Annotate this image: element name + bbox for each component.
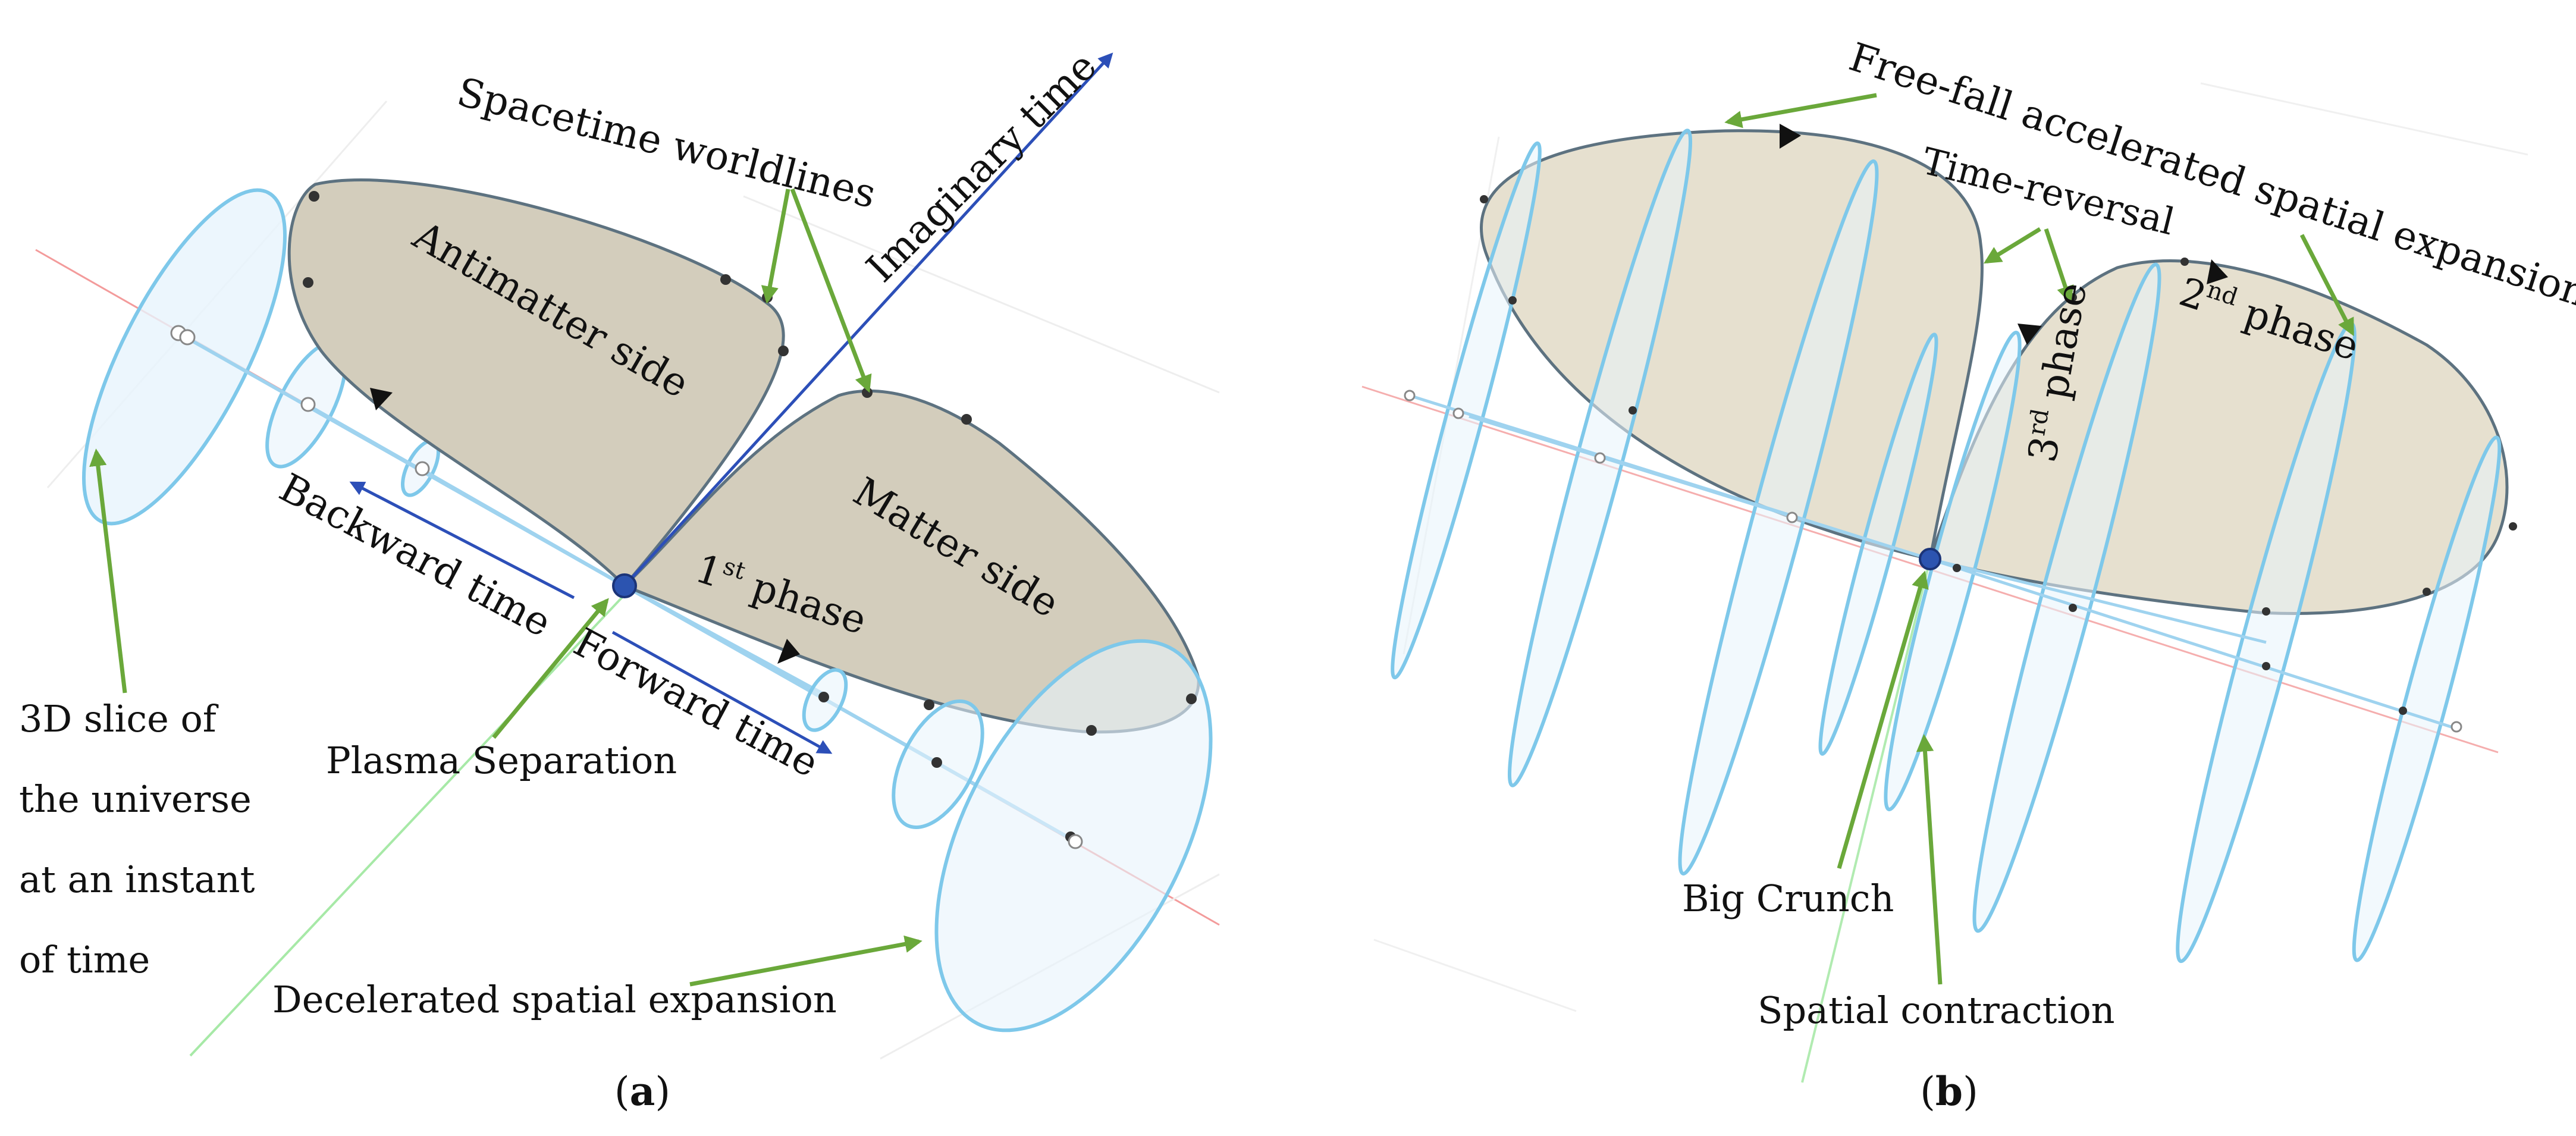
event-dot	[1480, 195, 1488, 203]
event-dot	[1629, 406, 1637, 415]
event-dot	[2509, 522, 2517, 531]
hollow-dot	[1404, 390, 1416, 401]
forward-time-arrow	[611, 630, 833, 754]
arrow-big-crunch	[1837, 570, 1929, 869]
arrow-spatial-contraction	[1916, 734, 1943, 985]
event-dot	[1086, 725, 1097, 736]
hollow-dot	[415, 461, 430, 476]
label-spatial-contraction: Spatial contraction	[1758, 988, 2115, 1032]
label-big-crunch: Big Crunch	[1682, 877, 1894, 920]
caption-a: (a)	[614, 1068, 670, 1115]
slice-ellipse	[2352, 435, 2502, 962]
backward-time-arrow	[349, 481, 575, 600]
event-dot	[931, 757, 942, 768]
matter-lobe	[622, 390, 1200, 734]
label-decelerated-expansion: Decelerated spatial expansion	[272, 978, 837, 1021]
arrow-free-fall-left	[1724, 93, 1877, 128]
hollow-dot	[1068, 834, 1083, 849]
arrow-time-reversal-1	[1983, 227, 2041, 264]
arrow-plasma	[492, 598, 609, 739]
caption-a-close: )	[655, 1069, 670, 1115]
caption-b-letter: b	[1935, 1068, 1963, 1115]
slices-b	[1391, 128, 2502, 964]
event-dot	[2399, 707, 2407, 715]
arrow-worldline-1	[761, 189, 790, 304]
event-dot	[309, 191, 319, 202]
label-slice-line4: of time	[19, 938, 150, 981]
arrow-worldline-2	[790, 188, 872, 393]
expansion-lobe-right	[1928, 259, 2509, 615]
big-crunch-node	[1919, 548, 1941, 570]
event-dot	[961, 414, 972, 425]
event-dot	[2180, 258, 2189, 266]
direction-marker	[370, 388, 393, 410]
event-dot	[2262, 662, 2270, 670]
event-dot	[303, 277, 313, 288]
event-dot	[1186, 693, 1197, 704]
event-dot	[924, 699, 934, 710]
hollow-dot	[300, 397, 316, 412]
worldlines-b	[1409, 394, 2457, 730]
imaginary-time-arrow	[623, 52, 1113, 587]
panel-a: Spacetime worldlines Imaginary time Anti…	[19, 43, 1220, 1115]
direction-marker	[2017, 324, 2042, 345]
hollow-dot	[179, 329, 196, 346]
direction-marker	[777, 639, 800, 664]
arrow-time-reversal-2	[2044, 228, 2074, 304]
grid-line-a2	[743, 195, 1220, 394]
event-dot	[720, 274, 731, 285]
hollow-dots-a	[170, 325, 1083, 849]
label-spacetime-worldlines: Spacetime worldlines	[453, 69, 880, 217]
caption-b: (b)	[1920, 1068, 1978, 1115]
slice-ellipse	[1972, 262, 2161, 933]
arrow-decelerated	[689, 935, 923, 987]
annotation-arrows-b	[1724, 93, 2355, 985]
arrow-slice	[89, 448, 127, 693]
third-phase-sup: rd	[2023, 407, 2054, 438]
origin-node-a	[612, 573, 637, 598]
event-dot	[1953, 564, 1961, 572]
hollow-dot	[1594, 452, 1606, 464]
green-axis-a	[189, 594, 626, 1057]
direction-marker	[2207, 259, 2228, 284]
label-imaginary-time: Imaginary time	[858, 43, 1106, 291]
arrow-free-fall-right	[2299, 234, 2355, 337]
event-dot	[1508, 296, 1517, 305]
label-slice-line3: at an instant	[19, 858, 255, 901]
event-dot	[818, 692, 829, 702]
direction-marker	[1780, 124, 1801, 149]
grid-line-b2	[2200, 82, 2528, 156]
slice-ellipse	[1678, 159, 1879, 875]
label-slice-line1: 3D slice of	[19, 697, 219, 740]
event-dot	[2069, 604, 2077, 612]
caption-a-open: (	[614, 1069, 630, 1115]
annotation-arrows-a	[89, 188, 923, 987]
caption-b-close: )	[1963, 1069, 1978, 1115]
hollow-dots-b	[1404, 390, 2462, 733]
hollow-dot	[1786, 511, 1798, 523]
label-slice-line2: the universe	[19, 777, 252, 821]
caption-a-letter: a	[630, 1068, 655, 1115]
label-plasma-separation: Plasma Separation	[326, 739, 677, 782]
grid-line-b3	[1373, 939, 1577, 1012]
caption-b-open: (	[1920, 1069, 1935, 1115]
green-axis-b	[1801, 558, 1931, 1083]
event-dot	[2423, 588, 2431, 596]
event-dot	[778, 346, 789, 356]
hollow-dot	[2451, 721, 2462, 733]
event-dot	[2262, 607, 2270, 616]
hollow-dot	[1452, 407, 1464, 419]
panel-b: Free-fall accelerated spatial expansion …	[1361, 34, 2576, 1115]
slice-ellipse	[1391, 141, 1542, 680]
slice-ellipse	[82, 188, 287, 526]
